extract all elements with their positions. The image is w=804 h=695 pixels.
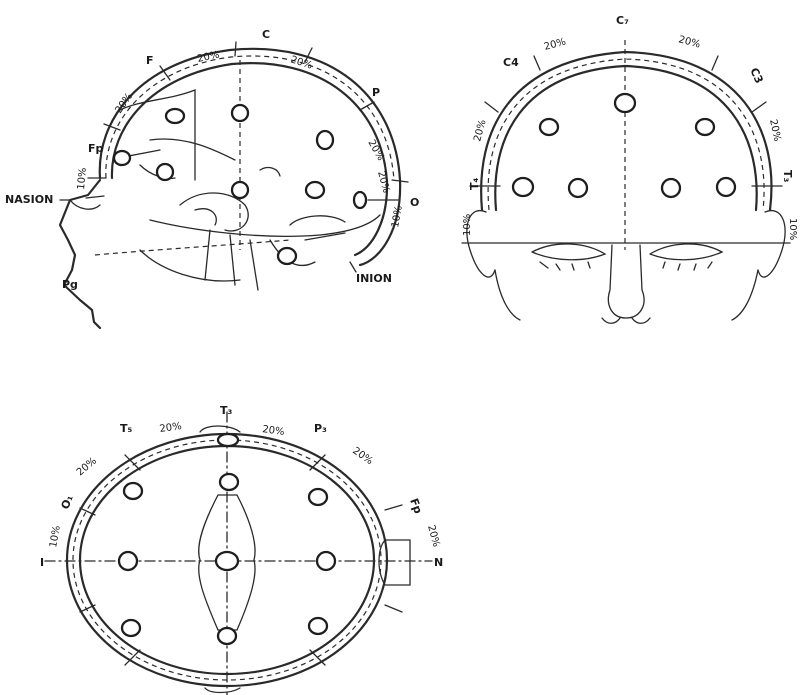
electrode-F-lateral [166,109,184,123]
top-view: T₅ T₃ P₃ O₁ Fp I N 20% 20% 20% 20% 20% 1… [40,404,443,695]
electrode-P3-topview [124,483,142,499]
right-ear [758,211,785,277]
pct-2: 20% [196,50,220,65]
label-F: F [146,54,154,67]
right-eye [650,244,722,260]
electrode-T3-lateral [232,182,248,198]
electrode-Cz [615,94,635,112]
lateral-skull-outer [100,49,400,265]
frontal-view: C₇ C4 C3 T₄ T₃ 20% 20% 20% 20% 10% 10% [462,14,798,323]
electrode-C4-top [540,119,558,135]
label-O1: O₁ [59,493,76,511]
label-O: O [410,196,419,209]
face-profile [60,180,100,328]
label-P3: P₃ [314,422,327,435]
label-Fp: Fp [88,142,104,155]
lateral-view: F C P O Fp Pg NASION INION 20% 20% 20% 2… [5,28,419,328]
pct-5: 20% [375,170,391,194]
pct-4: 20% [365,138,386,163]
label-inion: INION [356,272,392,285]
electrode-C4-mid [569,179,587,197]
label-P: P [372,86,380,99]
electrode-F3-topview [309,489,327,505]
label-Pg: Pg [62,278,78,291]
electrode-P4-topview [122,620,140,636]
tpct-1: 20% [159,421,183,435]
label-T3: T₃ [781,170,794,183]
electrode-Fp-lateral [114,151,130,165]
electrode-Cz-top [216,552,238,570]
label-Cz: C₇ [616,14,629,27]
tpct-4: 20% [350,445,375,467]
label-C4: C4 [503,56,519,69]
electrode-T4 [513,178,533,196]
nose [608,245,644,318]
fpct-5: 10% [462,214,473,236]
electrode-T5-lateral [306,182,324,198]
label-I: I [40,556,44,569]
electrode-C3-mid [662,179,680,197]
electrode-Fz-topview [317,552,335,570]
tpct-5: 20% [425,524,441,548]
electrode-F7-lateral [157,164,173,180]
electrode-C4-topview [218,628,236,644]
electrode-A1-lateral [278,248,296,264]
fpct-4: 20% [767,118,782,142]
lateral-skull-inner [112,63,387,255]
electrode-P-lateral [317,131,333,149]
electrode-T3-topview-rim [218,434,238,446]
electrode-C-lateral [232,105,248,121]
fpct-6: 10% [787,218,798,240]
pct-7: 10% [390,205,405,229]
electrode-F4-topview [309,618,327,634]
electrode-T3 [717,178,735,196]
electrode-Pz-topview [119,552,137,570]
label-T3-top: T₃ [220,404,233,417]
tpct-2: 20% [262,424,286,438]
label-N: N [434,556,443,569]
fpct-3: 20% [472,118,488,142]
label-nasion: NASION [5,193,53,206]
fpct-1: 20% [543,37,567,53]
label-T4: T₄ [468,177,481,190]
electrode-O-lateral [354,192,366,208]
label-T5: T₅ [120,422,133,435]
label-C: C [262,28,270,41]
label-C3: C3 [747,66,765,86]
tpct-6: 10% [48,525,63,549]
tpct-3: 20% [75,456,99,479]
left-eye [532,244,605,260]
electrode-C3-top [696,119,714,135]
pct-6: 10% [76,167,89,190]
fpct-2: 20% [677,34,701,50]
label-Fp-top: Fp [407,497,425,516]
electrode-C3-topview [220,474,238,490]
